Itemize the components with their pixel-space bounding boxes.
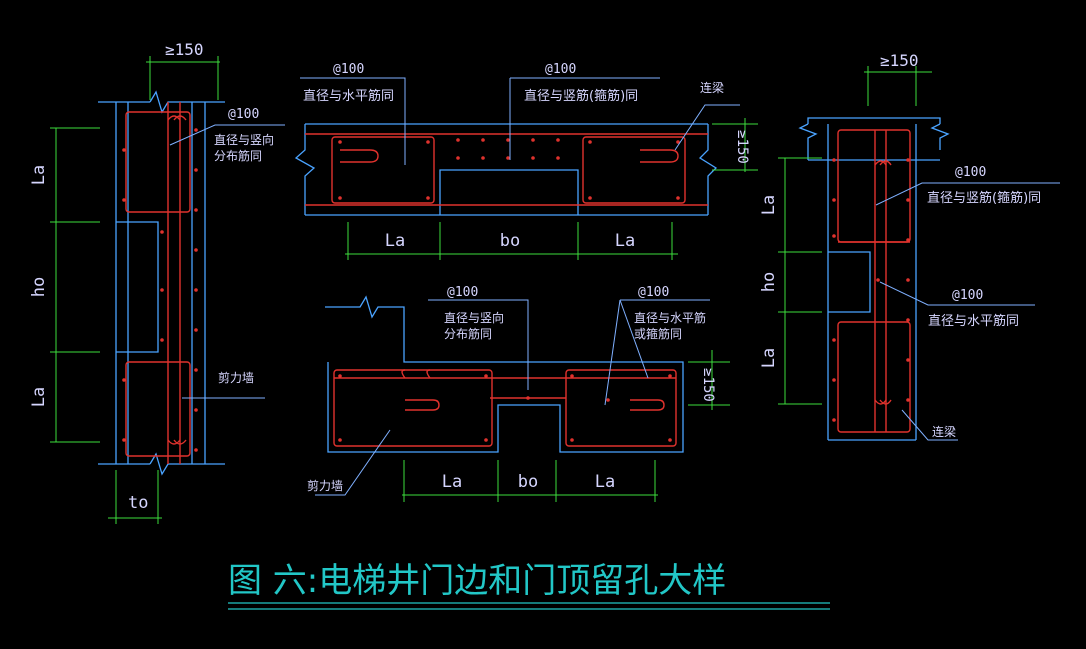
right-rebar-dots bbox=[832, 158, 910, 422]
top-note1-spacing: @100 bbox=[333, 62, 364, 77]
top-dimensions bbox=[345, 118, 758, 260]
middle-note2-spacing: @100 bbox=[638, 285, 669, 300]
middle-note1-line2: 分布筋同 bbox=[444, 326, 492, 341]
left-dim-ho-label: ho bbox=[29, 277, 49, 297]
top-beam-label: 连梁 bbox=[700, 80, 724, 95]
middle-note1-line1: 直径与竖向 bbox=[444, 310, 504, 325]
top-beam-outline bbox=[294, 123, 718, 216]
left-dim-top-label: ≥150 bbox=[165, 40, 204, 59]
top-note1-text: 直径与水平筋同 bbox=[303, 88, 394, 104]
left-dimensions bbox=[50, 56, 220, 524]
top-dim-la-right: La bbox=[615, 231, 635, 251]
right-detail: ≥150 La ho La @100 直径与竖筋(箍筋)同 @100 直径与水平… bbox=[759, 51, 1060, 441]
right-note2-text: 直径与水平筋同 bbox=[928, 313, 1019, 329]
right-note2-spacing: @100 bbox=[952, 288, 983, 303]
top-dim-la-left: La bbox=[385, 231, 405, 251]
right-dim-la-top: La bbox=[759, 195, 779, 215]
middle-dim-la-left: La bbox=[442, 472, 462, 492]
right-note1-spacing: @100 bbox=[955, 165, 986, 180]
left-detail: ≥150 to La ho La @100 直径与竖向 分布筋同 剪力墙 bbox=[29, 40, 285, 524]
middle-dimensions bbox=[402, 350, 730, 502]
middle-rebar-dots bbox=[338, 374, 672, 442]
left-leaders bbox=[169, 124, 285, 399]
right-leaders bbox=[875, 182, 1060, 441]
right-dim-ho: ho bbox=[759, 272, 779, 292]
middle-rebar bbox=[333, 369, 677, 447]
middle-wall-outline bbox=[325, 295, 684, 453]
right-dimensions bbox=[778, 66, 932, 405]
title-block: 图 六:电梯井门边和门顶留孔大样 bbox=[228, 561, 830, 610]
left-note-line2: 分布筋同 bbox=[214, 148, 262, 163]
top-rebar bbox=[305, 133, 708, 206]
right-wall-outline bbox=[798, 117, 950, 441]
left-dim-la-top-label: La bbox=[29, 165, 49, 185]
middle-note2-line2: 或箍筋同 bbox=[634, 326, 682, 341]
top-dim-bo: bo bbox=[500, 231, 520, 251]
left-note-line1: 直径与竖向 bbox=[214, 132, 274, 147]
left-rebar bbox=[125, 102, 191, 464]
middle-note1-spacing: @100 bbox=[447, 285, 478, 300]
drawing-title: 图 六:电梯井门边和门顶留孔大样 bbox=[228, 561, 726, 601]
middle-note2-line1: 直径与水平筋 bbox=[634, 310, 706, 325]
middle-wall-label: 剪力墙 bbox=[307, 478, 343, 493]
right-beam-label: 连梁 bbox=[932, 424, 956, 439]
top-note2-spacing: @100 bbox=[545, 62, 576, 77]
right-dim-top-label: ≥150 bbox=[880, 51, 919, 70]
middle-dim-bo: bo bbox=[518, 472, 538, 492]
middle-detail: La bo La ≥150 @100 直径与竖向 分布筋同 @100 直径与水平… bbox=[307, 285, 730, 502]
right-rebar bbox=[837, 129, 911, 433]
top-rebar-dots bbox=[338, 138, 680, 200]
top-leaders bbox=[300, 77, 740, 165]
left-wall-label: 剪力墙 bbox=[218, 370, 254, 385]
middle-dim-right-label: ≥150 bbox=[700, 368, 716, 402]
right-dim-la-bottom: La bbox=[759, 348, 779, 368]
middle-leaders bbox=[315, 299, 710, 496]
left-dim-bottom-label: to bbox=[128, 493, 148, 513]
top-dim-right-label: ≥150 bbox=[734, 130, 750, 164]
middle-dim-la-right: La bbox=[595, 472, 615, 492]
top-note2-text: 直径与竖筋(箍筋)同 bbox=[524, 88, 638, 104]
right-note1-text: 直径与竖筋(箍筋)同 bbox=[927, 190, 1041, 206]
left-dim-la-bottom-label: La bbox=[29, 387, 49, 407]
left-rebar-dots bbox=[122, 128, 198, 452]
left-note-spacing: @100 bbox=[228, 107, 259, 122]
top-detail: La bo La ≥150 @100 直径与水平筋同 @100 直径与竖筋(箍筋… bbox=[294, 62, 758, 260]
